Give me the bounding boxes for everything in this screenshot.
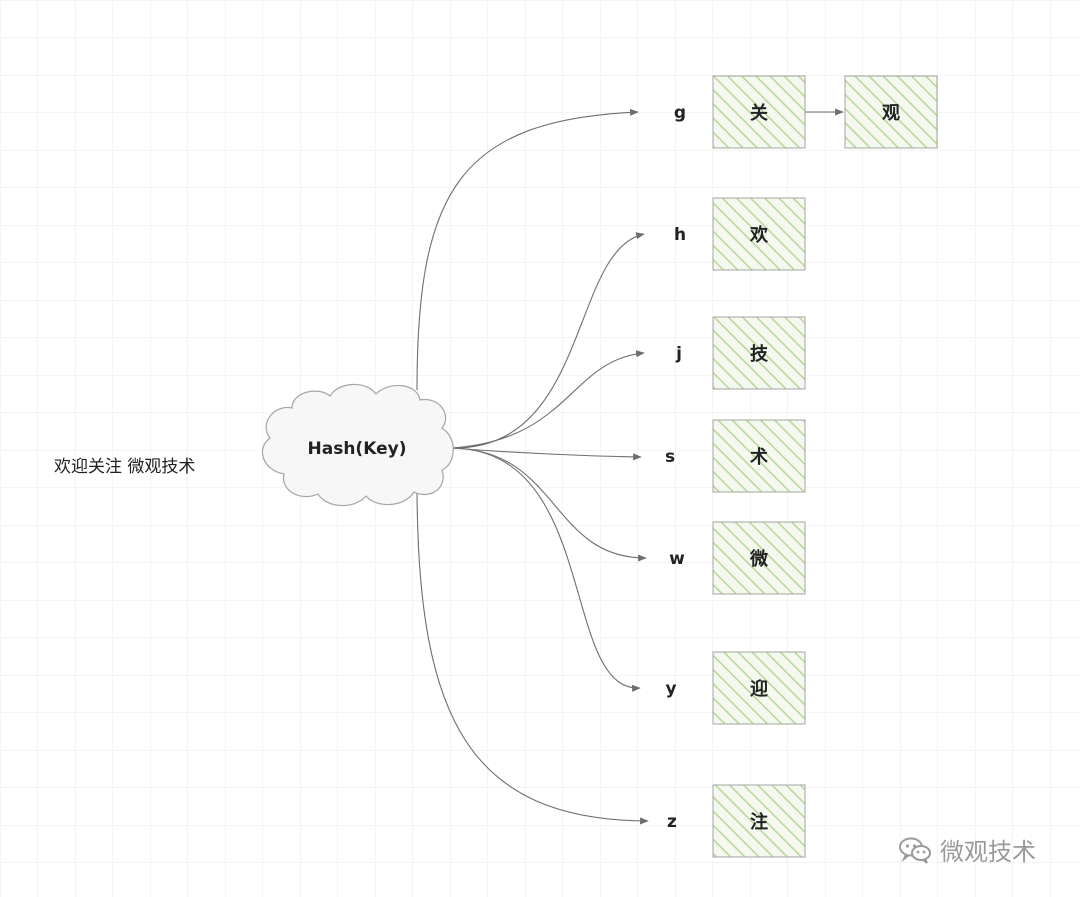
bucket-key-w: w <box>669 549 685 569</box>
edges-layer <box>416 108 844 825</box>
bucket-value-g-1: 观 <box>882 103 900 124</box>
bucket-value-z-0: 注 <box>750 811 768 833</box>
wechat-icon <box>899 837 931 864</box>
bucket-key-z: z <box>667 812 677 832</box>
watermark-text: 微观技术 <box>940 838 1036 866</box>
side-note: 欢迎关注 微观技术 <box>54 457 196 477</box>
bucket-node-z-0 <box>712 784 806 858</box>
edge-to-j <box>451 350 645 449</box>
bucket-value-w-0: 微 <box>749 548 768 570</box>
watermark: 微观技术 <box>898 832 1036 867</box>
bucket-key-j: j <box>675 344 682 364</box>
bucket-value-j-0: 技 <box>750 343 769 365</box>
hash-cloud <box>261 383 454 507</box>
bucket-key-g: g <box>674 103 686 123</box>
bucket-node-j-0 <box>712 316 806 390</box>
bucket-node-y-0 <box>712 651 806 725</box>
bucket-value-s-0: 术 <box>750 446 768 468</box>
edge-to-g <box>416 108 639 391</box>
bucket-node-g-1 <box>844 75 938 149</box>
bucket-key-s: s <box>665 447 675 467</box>
bucket-node-s-0 <box>712 419 806 493</box>
bucket-value-y-0: 迎 <box>750 678 768 700</box>
edge-to-h <box>451 232 645 449</box>
buckets-layer: g 关 观 h 欢 j 技 s 术 w 微 y 迎 z 注 <box>665 75 938 858</box>
bucket-node-h-0 <box>712 197 806 271</box>
hash-label: Hash(Key) <box>308 439 407 459</box>
hash-node-layer: Hash(Key) <box>261 383 454 507</box>
edge-to-z <box>416 489 649 825</box>
edge-to-y <box>451 447 641 692</box>
bucket-value-g-0: 关 <box>750 102 768 124</box>
bucket-value-h-0: 欢 <box>749 225 769 246</box>
bucket-node-g-0 <box>712 75 806 149</box>
bucket-key-y: y <box>665 679 676 699</box>
bucket-key-h: h <box>674 225 686 245</box>
bucket-node-w-0 <box>712 521 806 595</box>
